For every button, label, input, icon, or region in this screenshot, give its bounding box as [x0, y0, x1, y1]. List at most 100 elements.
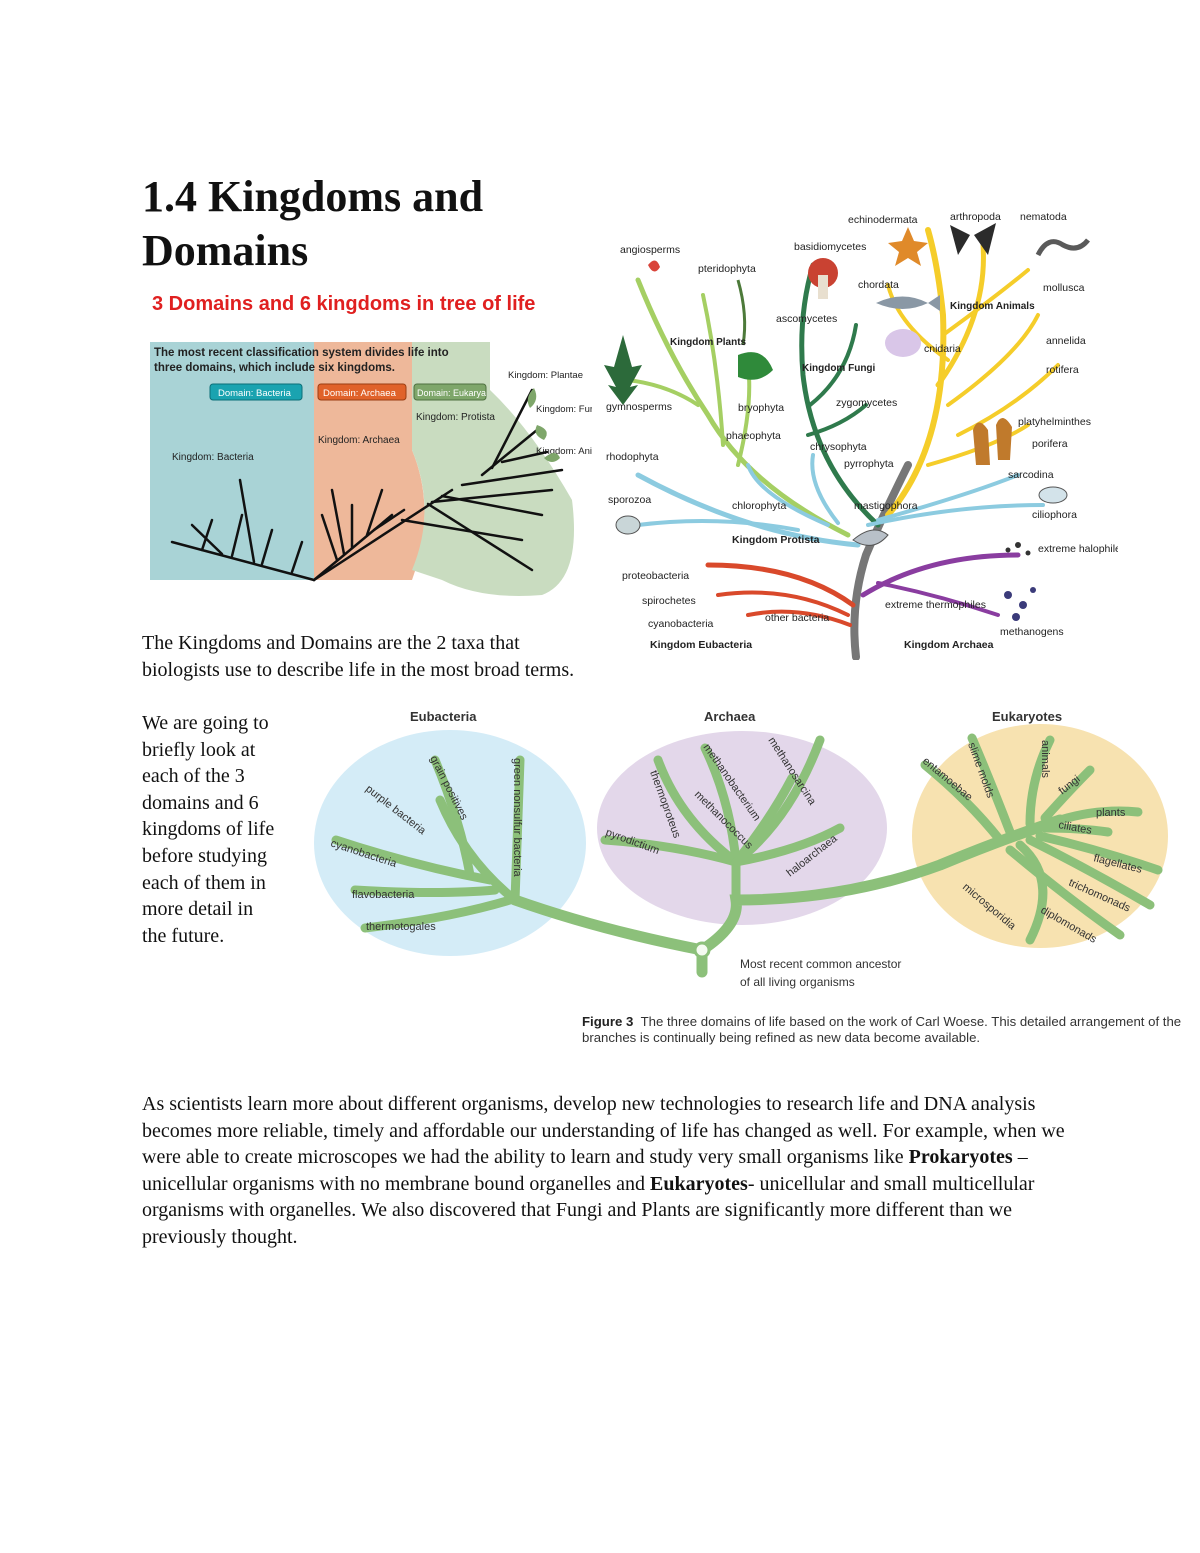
label-annelida: annelida [1046, 335, 1086, 347]
caption-text: The three domains of life based on the w… [582, 1014, 1182, 1045]
branch-flavobacteria: flavobacteria [352, 889, 415, 901]
label-ciliophora: ciliophora [1032, 509, 1077, 521]
domain-eukarya-label: Domain: Eukarya [417, 388, 486, 398]
paramecium-icon [1038, 486, 1068, 504]
body-paragraph: As scientists learn more about different… [142, 1091, 1072, 1251]
label-cnidaria: cnidaria [924, 343, 961, 355]
trunk [850, 461, 912, 660]
label-angiosperms: angiosperms [620, 244, 680, 256]
label-chrysophyta: chrysophyta [810, 441, 867, 453]
domain-archaea-badge [317, 383, 407, 401]
fern-icon [736, 279, 747, 346]
label-arthropoda: arthropoda [950, 211, 1001, 223]
domain-bacteria-badge [209, 383, 303, 401]
body-text-a: As scientists learn more about different… [142, 1093, 1065, 1169]
label-pteridophyta: pteridophyta [698, 263, 756, 275]
label-ascomycetes: ascomycetes [776, 313, 837, 325]
plant-branch [635, 277, 851, 538]
group-archaea-label: Archaea [704, 709, 756, 724]
domain-eukarya-badge [413, 383, 487, 401]
flower-icon [648, 260, 660, 272]
label-bryophyta: bryophyta [738, 402, 784, 414]
fungi-branch [799, 262, 881, 528]
body-text-b: – unicellular organisms with no membrane… [142, 1146, 1028, 1195]
archaea-region [314, 342, 425, 580]
mushroom-icon [808, 258, 838, 288]
domain-tree-branches [331, 733, 1163, 978]
eukarya-region [412, 342, 574, 596]
label-proteobacteria: proteobacteria [622, 570, 689, 582]
branch-plants: plants [1096, 807, 1126, 819]
label-zygomycetes: zygomycetes [836, 397, 897, 409]
body-text-c: - unicellular and small multicellular or… [142, 1172, 1035, 1248]
ancestor-node [693, 941, 711, 959]
organism-icons [604, 223, 1090, 621]
label-porifera: porifera [1032, 438, 1068, 450]
label-extreme-halophiles: extreme halophiles [1038, 543, 1118, 555]
figure-subtitle-1: The most recent classification system di… [154, 347, 449, 359]
kingdom-fungi-label: Kingdom: Fungi [536, 404, 592, 415]
kingdom-animalia-label: Kingdom: Animalia [536, 446, 592, 457]
caption-label: Figure 3 [582, 1014, 634, 1029]
label-methanogens: methanogens [1000, 626, 1064, 638]
starfish-icon [888, 227, 928, 266]
label-sarcodina: sarcodina [1008, 469, 1054, 481]
label-cyanobacteria: cyanobacteria [648, 618, 714, 630]
kingdom-protista-label: Kingdom Protista [732, 534, 820, 546]
figure-heading: 3 Domains and 6 kingdoms in tree of life [152, 293, 535, 315]
group-eukaryotes-label: Eukaryotes [992, 709, 1062, 724]
jellyfish-icon [885, 329, 921, 357]
figure-subtitle-2: three domains, which include six kingdom… [154, 362, 395, 374]
domains-kingdoms-figure: 3 Domains and 6 kingdoms in tree of life… [150, 293, 592, 596]
ancestor-label-1: Most recent common ancestor [740, 957, 901, 971]
flagellate-icon [852, 529, 889, 546]
label-gymnosperms: gymnosperms [606, 401, 672, 413]
label-nematoda: nematoda [1020, 211, 1067, 223]
tree-icon [604, 335, 642, 405]
kingdom-animals-label: Kingdom Animals [950, 301, 1035, 312]
term-prokaryotes: Prokaryotes [908, 1146, 1013, 1169]
kingdom-protista-label: Kingdom: Protista [416, 412, 495, 423]
label-spirochetes: spirochetes [642, 595, 696, 607]
label-extreme-thermophiles: extreme thermophiles [885, 599, 986, 611]
branch-animals: animals [1039, 740, 1051, 778]
domain-archaea-label: Domain: Archaea [323, 388, 397, 399]
domain-bacteria-label: Domain: Bacteria [218, 388, 292, 399]
kingdom-plants-label: Kingdom Plants [670, 337, 747, 348]
protozoa-icon [615, 515, 641, 535]
ancestor-label-2: of all living organisms [740, 975, 855, 989]
eubacteria-branch [705, 562, 856, 608]
bacteria-region [150, 342, 314, 580]
label-phaeophyta: phaeophyta [726, 430, 781, 442]
kingdom-archaea-label: Kingdom Archaea [904, 639, 994, 651]
three-domains-figure: Eubacteria Archaea Eukaryotes grain posi… [314, 709, 1168, 989]
term-eukaryotes: Eukaryotes [650, 1172, 748, 1195]
label-mastigophora: mastigophora [854, 500, 918, 512]
kingdom-eubacteria-label: Kingdom Eubacteria [650, 639, 752, 651]
plant-fungi-leaves [527, 388, 560, 462]
label-basidiomycetes: basidiomycetes [794, 241, 866, 253]
animal-branch-main [885, 227, 947, 518]
tree-kingdom-labels: Kingdom Plants Kingdom Fungi Kingdom Ani… [650, 301, 1035, 651]
fish-icon [876, 295, 940, 311]
label-rotifera: rotifera [1046, 364, 1079, 376]
archaea-dots-icon [1004, 591, 1012, 599]
label-mollusca: mollusca [1043, 282, 1085, 294]
figure-caption: Figure 3 The three domains of life based… [582, 1014, 1182, 1046]
label-chlorophyta: chlorophyta [732, 500, 786, 512]
branch-ciliates: ciliates [1057, 819, 1093, 837]
kingdom-archaea-label: Kingdom: Archaea [318, 435, 400, 446]
butterfly-icon [950, 223, 996, 255]
intro-paragraph-narrow: We are going to briefly look at each of … [142, 712, 275, 947]
label-chordata: chordata [858, 279, 899, 291]
label-other-bacteria: other bacteria [765, 612, 829, 624]
page-title: 1.4 Kingdoms and Domains [142, 172, 484, 275]
archaea-branch [860, 552, 1021, 598]
label-echinodermata: echinodermata [848, 214, 918, 226]
group-eubacteria-label: Eubacteria [410, 709, 477, 724]
kingdom-plantae-label: Kingdom: Plantae [508, 370, 583, 381]
label-sporozoa: sporozoa [608, 494, 651, 506]
sponge-icon [973, 417, 1012, 465]
kingdom-fungi-label: Kingdom Fungi [802, 363, 876, 374]
phylogeny-branches [170, 388, 564, 582]
